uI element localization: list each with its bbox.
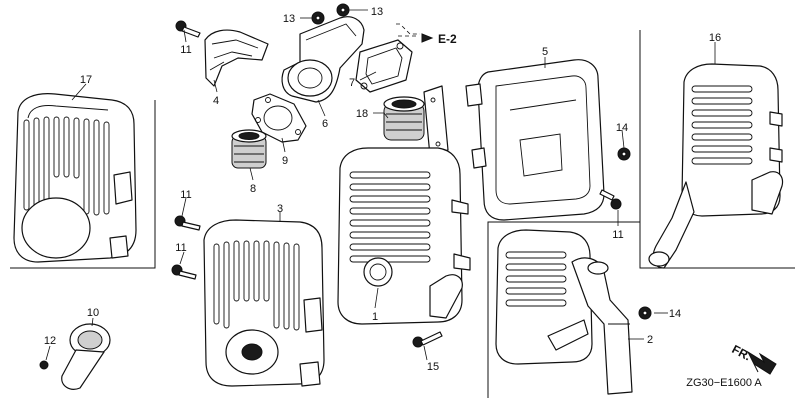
arrester-screen-18: [383, 96, 425, 141]
label-part-6: 6: [322, 118, 328, 130]
label-part-15: 15: [427, 361, 439, 373]
label-part-5: 5: [542, 46, 548, 58]
leader-lines: [45, 9, 716, 361]
label-part-17: 17: [80, 74, 92, 86]
label-part-11: 11: [180, 189, 191, 201]
muffler-protector-17: [13, 93, 137, 263]
heat-shield-4: [204, 29, 269, 87]
label-part-10: 10: [87, 307, 99, 319]
muffler-1-fins: [349, 171, 431, 263]
frame-lines: [10, 30, 795, 398]
gasket-7: [355, 39, 413, 93]
label-part-14: 14: [669, 308, 681, 320]
label-part-8: 8: [250, 183, 256, 195]
label-part-13: 13: [283, 13, 295, 25]
arrester-screen-8: [231, 129, 267, 169]
bolt-11-low: [171, 264, 197, 280]
bolt-11-top: [175, 20, 201, 38]
muffler-protector-3: [203, 219, 325, 387]
nut-14-bottom: [638, 306, 652, 320]
label-part-11: 11: [175, 242, 186, 254]
label-part-4: 4: [213, 95, 219, 107]
label-part-3: 3: [277, 203, 283, 215]
arrester-cone-10: [61, 323, 111, 390]
label-part-11: 11: [180, 44, 191, 56]
bolt-15: [412, 331, 443, 348]
screw-12: [39, 360, 49, 370]
bolt-11-mid: [174, 215, 201, 231]
label-part-18: 18: [356, 108, 368, 120]
label-part-14: 14: [616, 122, 628, 134]
muffler-2-fins: [505, 251, 567, 307]
muffler-16-fins: [691, 85, 753, 165]
gasket-9: [251, 93, 307, 143]
direction-label: FR.: [730, 342, 754, 363]
label-part-1: 1: [372, 311, 378, 323]
label-part-16: 16: [709, 32, 721, 44]
bolt-11-right: [599, 189, 622, 210]
diagram-code: ZG30−E1600 A: [686, 377, 762, 389]
label-part-13: 13: [371, 6, 383, 18]
fr-arrow-icon: [746, 350, 777, 375]
muffler-cover-5: [465, 59, 605, 221]
part-labels: 11 4 13 13 7 6 5 16 17 18 9 8 14 11 11 3…: [44, 6, 763, 389]
fasteners: [39, 3, 652, 370]
nut-13-a: [311, 11, 325, 25]
reference-label: E-2: [438, 32, 457, 46]
protector-3-slots: [213, 240, 300, 331]
label-part-12: 12: [44, 335, 56, 347]
muffler-assembly-2: [495, 229, 633, 395]
label-part-7: 7: [349, 77, 355, 89]
protector-17-slots: [23, 116, 110, 216]
nut-14-top: [617, 147, 631, 161]
label-part-2: 2: [647, 334, 653, 346]
gasket-strip: [423, 85, 449, 157]
reference-e2: [396, 23, 434, 43]
exhaust-elbow-6: [281, 16, 365, 103]
label-part-11: 11: [612, 229, 623, 241]
label-part-9: 9: [282, 155, 288, 167]
muffler-1: [337, 147, 471, 325]
muffler-assembly-16: [648, 63, 784, 269]
